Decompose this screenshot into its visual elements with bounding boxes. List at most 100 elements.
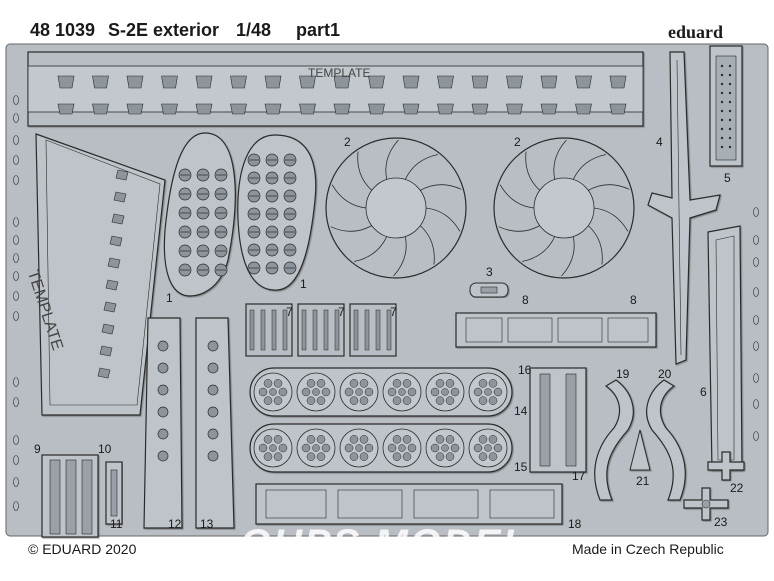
disc-vane bbox=[587, 225, 603, 265]
rosette-hole bbox=[445, 435, 455, 444]
strip-slot bbox=[575, 103, 592, 115]
edge-drop bbox=[13, 155, 19, 165]
strip-slot bbox=[402, 103, 420, 115]
edge-drop bbox=[13, 175, 19, 185]
disc-vane bbox=[354, 236, 388, 262]
part-number-12: 12 bbox=[168, 517, 182, 531]
rosette-hole bbox=[488, 435, 498, 444]
strip-slot bbox=[333, 103, 351, 115]
rosette-hole bbox=[478, 379, 488, 388]
rosette-hole bbox=[258, 387, 268, 397]
rosette-hole bbox=[435, 452, 445, 461]
edge-drop bbox=[753, 315, 759, 325]
rosette-hole bbox=[321, 387, 331, 397]
rosette-hole bbox=[355, 444, 363, 452]
plate-slot bbox=[115, 169, 129, 181]
brand-logo: eduard bbox=[668, 22, 724, 42]
plate-slot bbox=[103, 301, 117, 313]
strip-slot bbox=[230, 103, 247, 115]
part-number-13: 13 bbox=[200, 517, 214, 531]
part-number-14: 14 bbox=[514, 404, 528, 418]
rosette-hole bbox=[278, 443, 288, 453]
top-template-label: TEMPLATE bbox=[308, 66, 371, 80]
part-3 bbox=[469, 282, 509, 298]
plate-slot bbox=[101, 323, 115, 335]
part-number-7: 7 bbox=[390, 305, 397, 319]
part-number-8: 8 bbox=[522, 293, 529, 307]
rosette-hole bbox=[364, 387, 374, 397]
part-number-17: 17 bbox=[572, 469, 586, 483]
strip-slot bbox=[609, 103, 627, 115]
rivet-dot bbox=[728, 73, 732, 77]
strip-slot bbox=[609, 75, 627, 89]
part-number-21: 21 bbox=[636, 474, 650, 488]
rosette-hole bbox=[473, 387, 483, 397]
edge-drop bbox=[13, 253, 19, 263]
rivet-hole bbox=[207, 340, 219, 352]
comb-tooth bbox=[353, 309, 359, 351]
rosette-hole bbox=[359, 379, 369, 388]
rosette-hole bbox=[321, 443, 331, 453]
rivet-dot bbox=[728, 136, 732, 140]
plate-slot bbox=[99, 345, 113, 357]
rosette-hole bbox=[402, 379, 412, 388]
part-6 bbox=[707, 225, 743, 471]
edge-drop bbox=[753, 431, 759, 441]
edge-drop bbox=[13, 455, 19, 465]
rosette-hole bbox=[478, 435, 488, 444]
rosette-hole bbox=[484, 444, 492, 452]
rivet-dot bbox=[720, 127, 724, 131]
disc-vane bbox=[404, 154, 438, 180]
comb-tooth bbox=[386, 309, 392, 351]
comb-tooth bbox=[312, 309, 318, 351]
rosette-hole bbox=[306, 435, 316, 444]
rosette-hole bbox=[435, 379, 445, 388]
edge-drop bbox=[753, 207, 759, 217]
part-number-23: 23 bbox=[714, 515, 728, 529]
strip-slot bbox=[506, 103, 523, 115]
edge-drop bbox=[753, 341, 759, 351]
edge-drop bbox=[13, 377, 19, 387]
rosette-hole bbox=[344, 387, 354, 397]
disc-vane bbox=[593, 207, 629, 232]
rosette-hole bbox=[441, 388, 449, 396]
rosette-hole bbox=[301, 387, 311, 397]
rosette-hole bbox=[306, 452, 316, 461]
rosette-hole bbox=[359, 435, 369, 444]
strip-slot bbox=[230, 75, 247, 89]
rosette-hole bbox=[450, 443, 460, 453]
disc-hub bbox=[533, 177, 595, 239]
rosette-hole bbox=[435, 396, 445, 405]
rivet-dot bbox=[720, 100, 724, 104]
disc-vane bbox=[561, 236, 575, 277]
disc-vane bbox=[588, 184, 630, 191]
rosette-hole bbox=[312, 444, 320, 452]
part-number-8: 8 bbox=[630, 293, 637, 307]
rosette-hole bbox=[387, 443, 397, 453]
part-number-1: 1 bbox=[300, 277, 307, 291]
plate-slot bbox=[113, 191, 127, 203]
rosette-hole bbox=[402, 452, 412, 461]
part-number-2: 2 bbox=[344, 135, 351, 149]
disc-hub bbox=[365, 177, 427, 239]
edge-drop bbox=[13, 291, 19, 301]
disc-vane bbox=[553, 139, 567, 180]
rivet-dot bbox=[720, 82, 724, 86]
strip-slot bbox=[437, 103, 454, 115]
rosette-hole bbox=[407, 387, 417, 397]
part-number-7: 7 bbox=[286, 305, 293, 319]
rivet-dot bbox=[728, 109, 732, 113]
rosette-hole bbox=[349, 452, 359, 461]
rosette-hole bbox=[263, 396, 273, 405]
edge-drop bbox=[13, 477, 19, 487]
rosette-hole bbox=[269, 388, 277, 396]
strip-slot bbox=[57, 75, 75, 89]
right-edge-drops bbox=[753, 207, 759, 441]
rosette-hole bbox=[435, 435, 445, 444]
rosette-hole bbox=[430, 443, 440, 453]
part-2-disc-right bbox=[493, 137, 635, 279]
comb-tooth bbox=[375, 309, 381, 351]
edge-drop bbox=[13, 113, 19, 123]
disc-vane bbox=[525, 151, 541, 191]
edge-drop bbox=[753, 235, 759, 245]
